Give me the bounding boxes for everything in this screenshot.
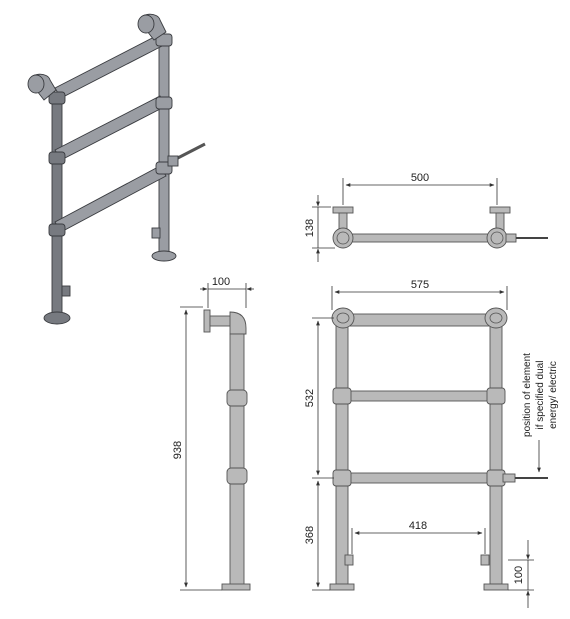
top-view: 500 138 — [304, 172, 548, 262]
iso-middle-rail — [54, 95, 167, 161]
dim-valve-spacing: 418 — [409, 520, 427, 532]
front-middle-rail — [347, 390, 491, 402]
dim-side-depth: 100 — [212, 276, 230, 288]
front-foot-left — [329, 583, 355, 591]
front-foot-right — [483, 583, 509, 591]
top-element-housing — [505, 233, 517, 243]
side-upright — [229, 333, 245, 587]
iso-front-leg — [51, 94, 63, 319]
front-valve-right — [480, 554, 490, 566]
iso-top-rail — [54, 33, 167, 99]
iso-foot-rear — [151, 250, 177, 262]
element-note: position of element if specified dual en… — [522, 353, 559, 473]
dim-rail-spacing: 532 — [304, 389, 316, 407]
isometric-view — [27, 13, 206, 325]
front-top-cap-right — [484, 307, 508, 329]
iso-joint — [48, 223, 66, 237]
front-view: 575 532 368 418 100 position of element … — [304, 279, 559, 608]
note-line-2: if specified dual — [535, 361, 546, 430]
iso-joint — [155, 96, 173, 110]
iso-valve — [151, 227, 161, 239]
dim-total-height: 938 — [172, 441, 184, 459]
dim-bottom-height: 368 — [304, 526, 316, 544]
front-valve-left — [344, 554, 354, 566]
side-wall-plate — [203, 309, 211, 333]
top-wall-plate-right — [489, 206, 511, 214]
side-joint-middle — [226, 389, 248, 407]
note-line-1: position of element — [522, 353, 533, 437]
front-top-cap-left — [331, 307, 355, 329]
iso-wall-plate — [137, 14, 155, 34]
side-view: 100 938 — [172, 276, 254, 591]
front-joint — [332, 387, 352, 405]
note-line-3: energy/ electric — [548, 361, 559, 429]
dim-front-width: 575 — [411, 279, 429, 291]
dim-top-width: 500 — [411, 172, 429, 184]
front-top-rail — [347, 313, 491, 327]
side-top-elbow — [229, 311, 247, 335]
front-joint — [486, 387, 506, 405]
front-joint — [486, 469, 506, 487]
front-joint — [332, 469, 352, 487]
front-upright-left — [335, 321, 349, 585]
side-foot — [221, 583, 251, 591]
iso-wall-plate — [27, 74, 45, 94]
top-leg-left — [332, 227, 354, 249]
iso-element-housing — [167, 155, 179, 167]
front-bottom-rail — [347, 472, 491, 484]
dim-foot-height: 100 — [513, 566, 525, 584]
iso-valve — [61, 285, 71, 297]
front-upright-right — [489, 321, 503, 585]
iso-rear-leg — [158, 41, 170, 256]
iso-joint — [48, 91, 66, 105]
iso-joint — [48, 151, 66, 165]
top-leg-right — [486, 227, 508, 249]
top-wall-plate-left — [332, 206, 354, 214]
dim-top-height: 138 — [304, 219, 316, 237]
side-joint-bottom — [226, 467, 248, 485]
iso-joint — [155, 33, 173, 47]
iso-foot-front — [43, 311, 71, 325]
front-element-housing — [502, 473, 516, 483]
top-rail — [344, 233, 496, 243]
iso-bottom-rail — [54, 165, 167, 233]
